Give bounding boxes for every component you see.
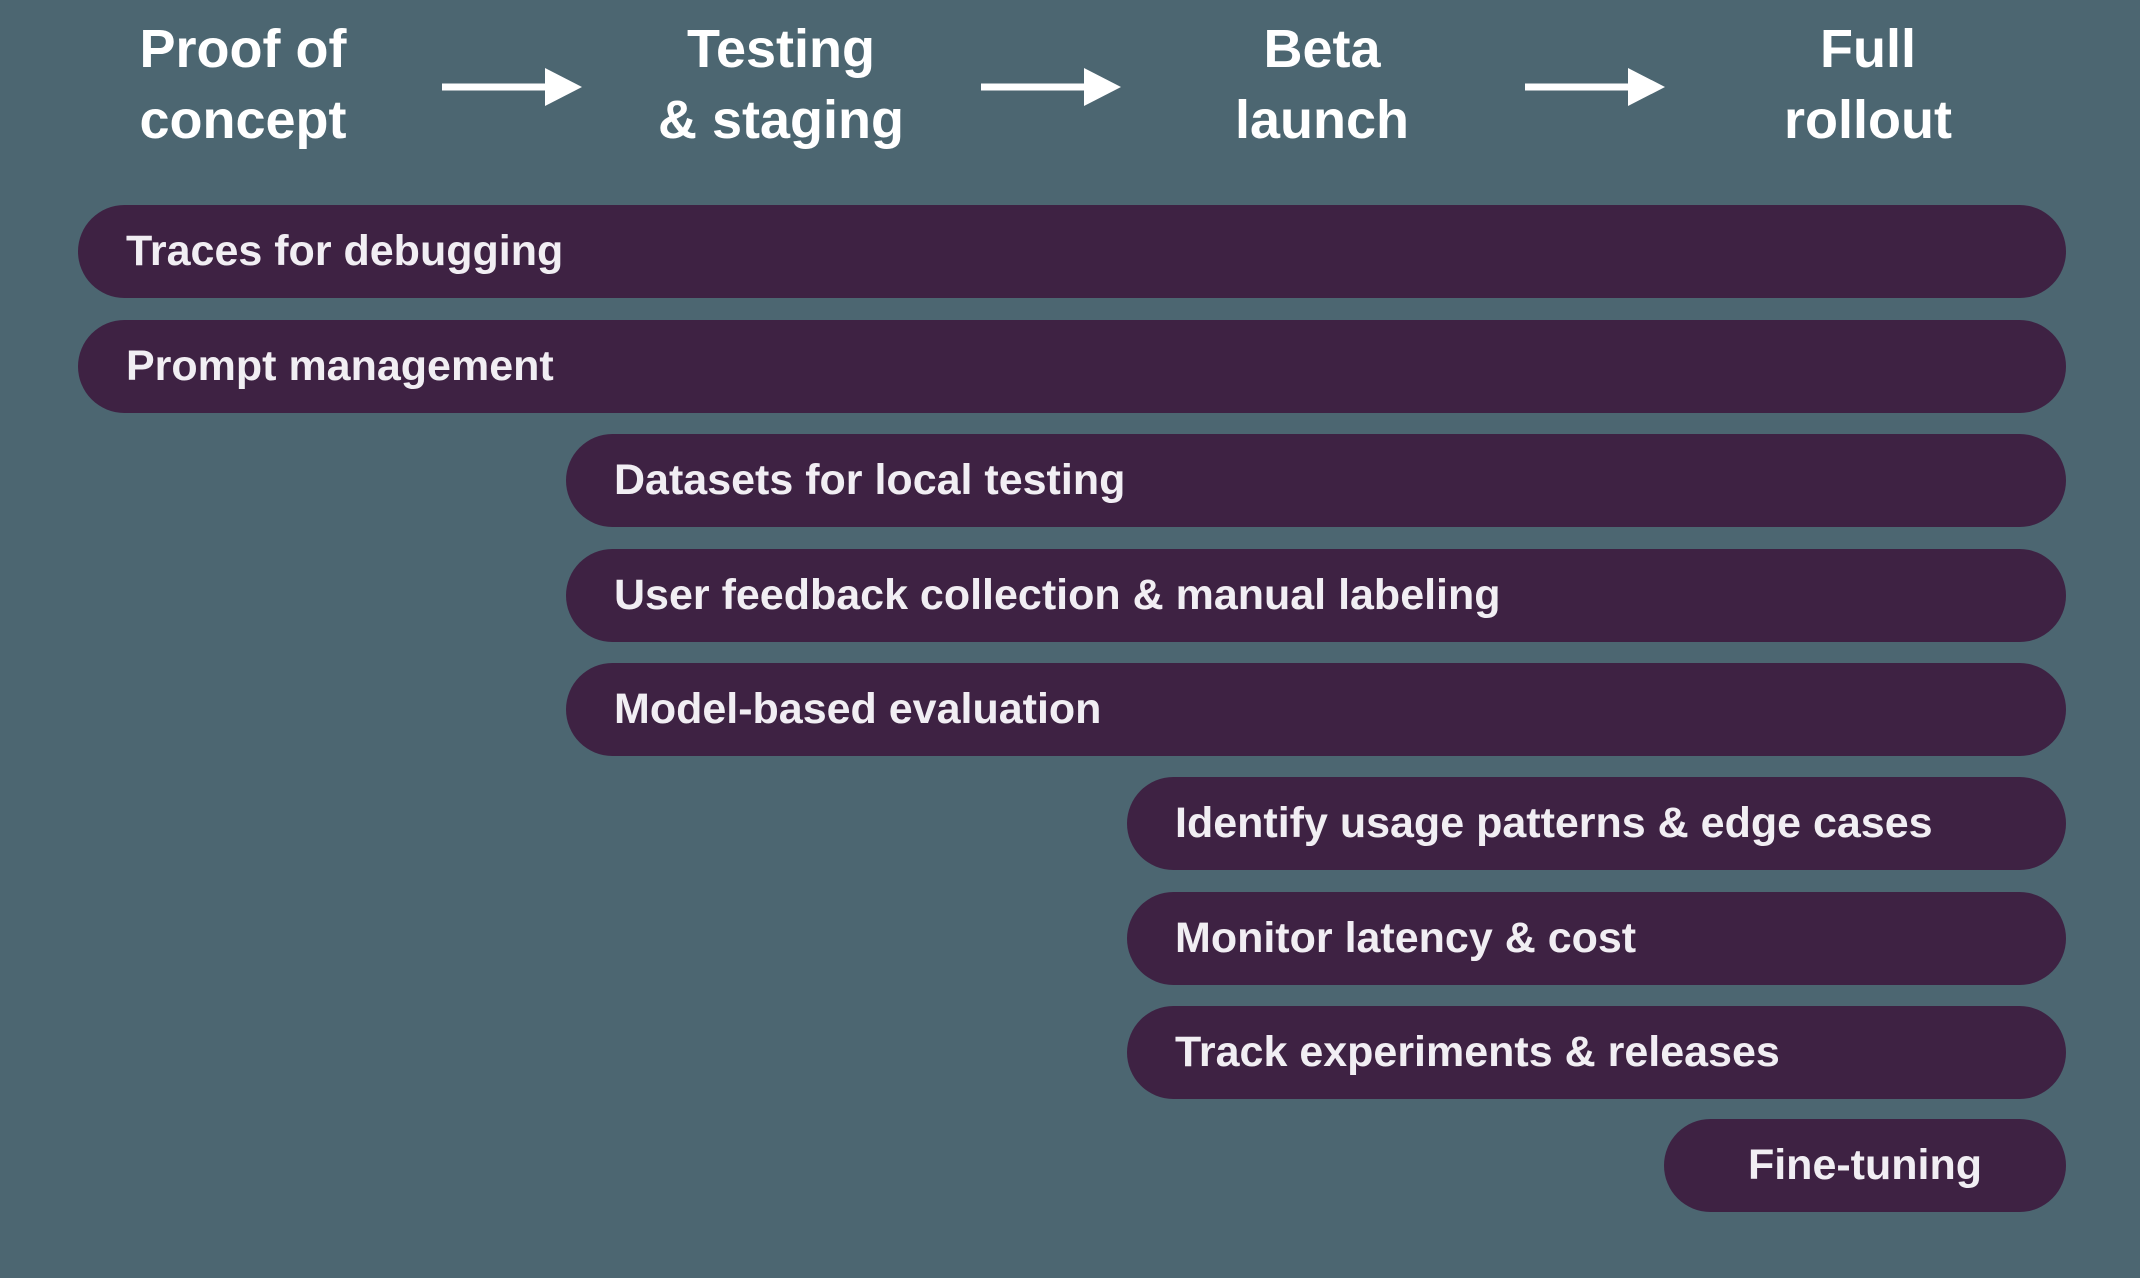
- bar-monitor-latency-cost: Monitor latency & cost: [1127, 892, 2066, 985]
- bar-model-based-evaluation: Model-based evaluation: [566, 663, 2066, 756]
- right-arrow-icon: [442, 68, 582, 106]
- stage-label-testing-staging: Testing & staging: [658, 14, 904, 156]
- bar-fine-tuning: Fine-tuning: [1664, 1119, 2066, 1212]
- stage-label-proof-of-concept: Proof of concept: [139, 14, 346, 156]
- bar-identify-usage-patterns: Identify usage patterns & edge cases: [1127, 777, 2066, 870]
- stage-line: & staging: [657, 90, 905, 150]
- stage-line: launch: [1234, 90, 1410, 150]
- stage-line: Proof of: [139, 19, 347, 79]
- stage-label-beta-launch: Beta launch: [1235, 14, 1409, 156]
- bar-prompt-management: Prompt management: [78, 320, 2066, 413]
- right-arrow-icon: [1525, 68, 1665, 106]
- bar-traces-for-debugging: Traces for debugging: [78, 205, 2066, 298]
- stage-line: rollout: [1784, 90, 1952, 150]
- stage-line: concept: [139, 90, 347, 150]
- bar-track-experiments-releases: Track experiments & releases: [1127, 1006, 2066, 1099]
- bar-user-feedback-collection: User feedback collection & manual labeli…: [566, 549, 2066, 642]
- bar-datasets-for-local-testing: Datasets for local testing: [566, 434, 2066, 527]
- right-arrow-icon: [981, 68, 1121, 106]
- stage-line: Full: [1820, 19, 1916, 79]
- stage-line: Testing: [686, 19, 875, 79]
- stage-label-full-rollout: Full rollout: [1784, 14, 1952, 156]
- stage-line: Beta: [1263, 19, 1381, 79]
